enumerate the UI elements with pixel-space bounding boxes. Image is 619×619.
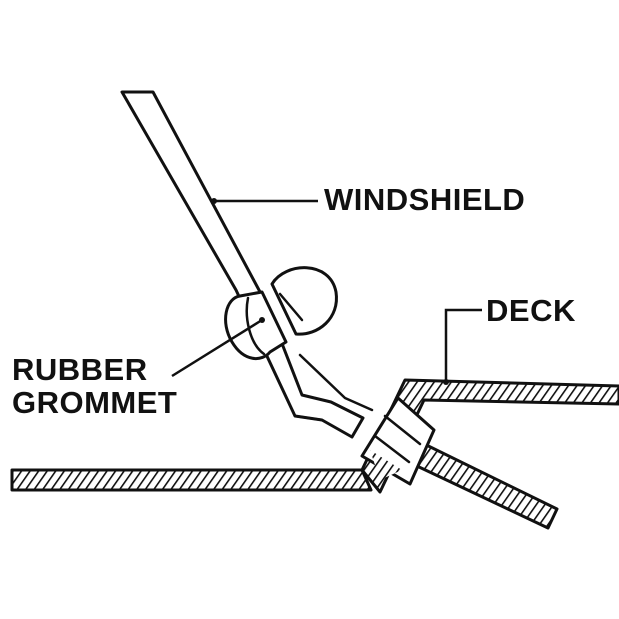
rubber-grommet-inner [245, 296, 266, 356]
grommet-bolt-shank [270, 282, 304, 336]
rubber-grommet-label-line2: GROMMET [12, 385, 178, 420]
stud-nut-detail [373, 414, 422, 464]
rubber-grommet-label-line1: RUBBER [12, 352, 148, 387]
grommet-bolt-dome [270, 266, 338, 336]
stud-nut-hatch [370, 450, 402, 480]
rubber-grommet-label: RUBBER GROMMET [12, 353, 177, 419]
windshield-panel [120, 90, 365, 439]
deck-plate [360, 378, 619, 494]
deck-leader-dot [443, 379, 449, 385]
deck-leader [444, 308, 482, 382]
deck-label: DECK [486, 293, 576, 328]
grommet-leader [171, 318, 263, 378]
windshield-leader-dot [211, 198, 217, 204]
grommet-leader-dot [259, 317, 265, 323]
windshield-bracket [293, 353, 374, 422]
windshield-label: WINDSHIELD [324, 182, 526, 217]
lower-panel [10, 468, 373, 492]
